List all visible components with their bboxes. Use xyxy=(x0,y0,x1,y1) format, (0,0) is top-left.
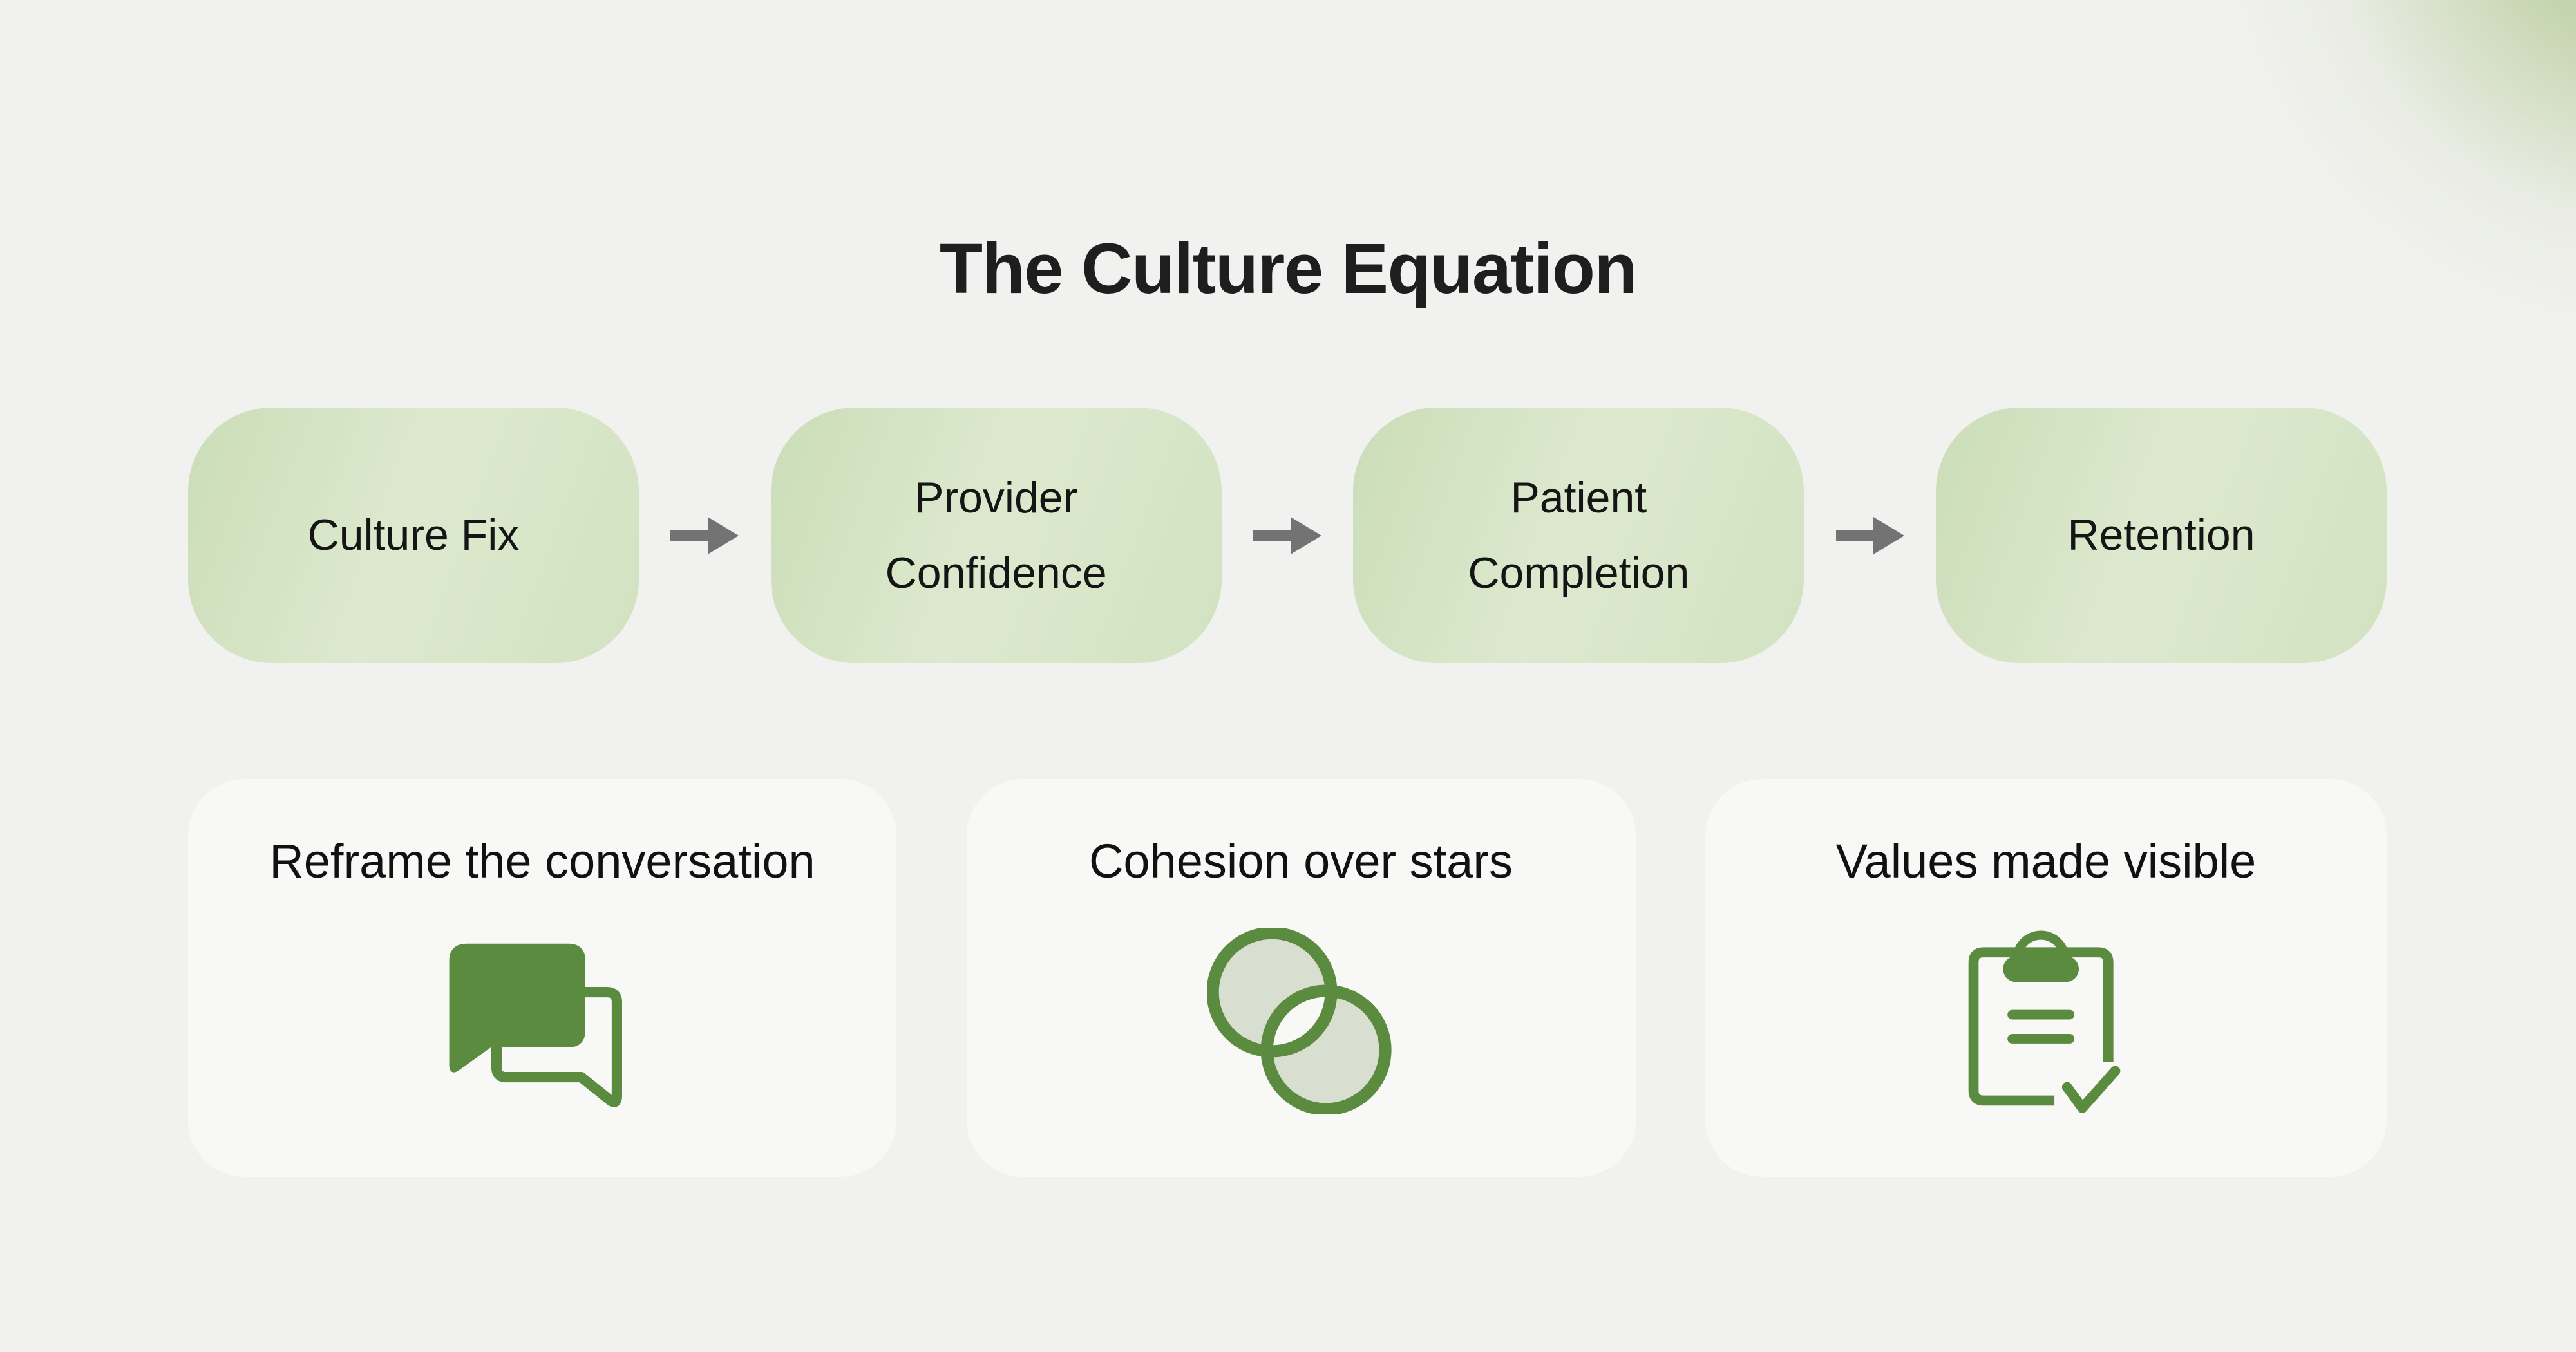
chat-bubbles-icon xyxy=(442,925,642,1118)
card-title: Cohesion over stars xyxy=(1088,834,1513,888)
flow-diagram: Culture Fix Provider Confidence Pati xyxy=(188,408,2387,663)
flow-step-label: Patient Completion xyxy=(1468,473,1690,597)
clipboard-check-icon xyxy=(1962,925,2130,1118)
flow-step-retention: Retention xyxy=(1936,408,2387,663)
flow-step-provider-confidence: Provider Confidence xyxy=(770,408,1222,663)
arrow-right-icon xyxy=(670,516,739,555)
flow-step-culture-fix: Culture Fix xyxy=(188,408,639,663)
card-title: Reframe the conversation xyxy=(269,834,815,888)
arrow-right-icon xyxy=(1253,516,1321,555)
overlapping-circles-icon xyxy=(1208,925,1394,1118)
flow-step-label: Culture Fix xyxy=(307,511,520,559)
flow-step-label: Provider Confidence xyxy=(885,473,1107,597)
page-title: The Culture Equation xyxy=(939,229,1638,308)
cards-row: Reframe the conversation Cohesion over s… xyxy=(188,779,2387,1177)
flow-step-label: Retention xyxy=(2067,511,2255,559)
flow-step-patient-completion: Patient Completion xyxy=(1353,408,1804,663)
card-values-made-visible: Values made visible xyxy=(1705,779,2387,1177)
card-reframe-the-conversation: Reframe the conversation xyxy=(188,779,896,1177)
card-title: Values made visible xyxy=(1835,834,2257,888)
card-cohesion-over-stars: Cohesion over stars xyxy=(966,779,1636,1177)
arrow-right-icon xyxy=(1835,516,1904,555)
